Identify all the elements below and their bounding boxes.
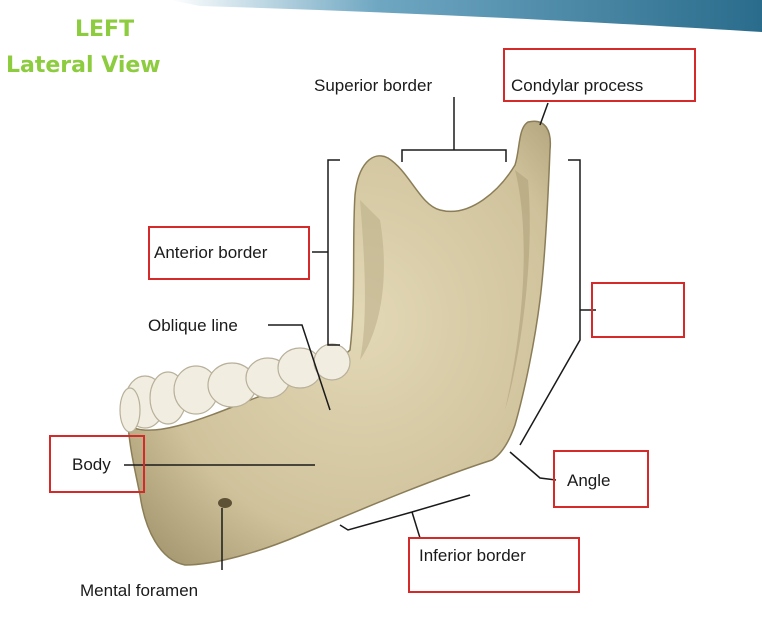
label-body: Body (72, 455, 111, 475)
label-mental-foramen: Mental foramen (80, 581, 198, 601)
mandible-bone (128, 121, 550, 565)
label-oblique-line: Oblique line (148, 316, 238, 336)
label-anterior-border: Anterior border (154, 243, 267, 263)
label-angle: Angle (567, 471, 610, 491)
label-inferior-border: Inferior border (419, 546, 526, 566)
label-condylar-process: Condylar process (511, 76, 643, 96)
mental-foramen-hole (218, 498, 232, 508)
highlight-box-hidden (591, 282, 685, 338)
label-superior-border: Superior border (314, 76, 432, 96)
